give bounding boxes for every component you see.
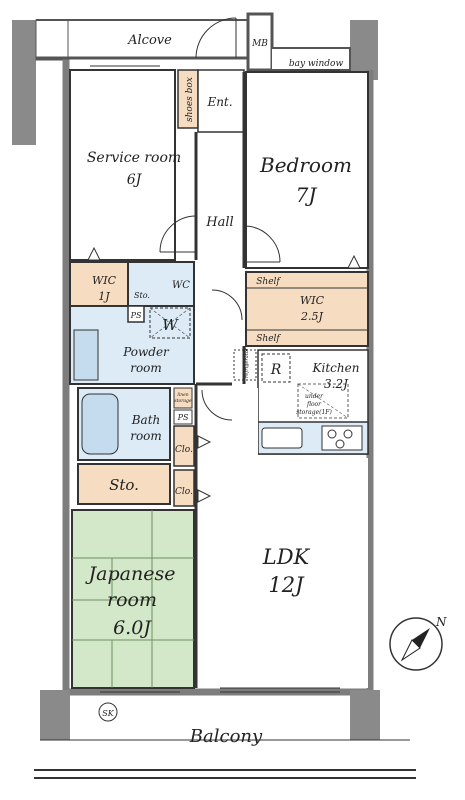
wic-right-size: 2.5J	[300, 310, 323, 323]
wic-left-size: 1J	[98, 290, 110, 303]
alcove-left-wall	[35, 19, 69, 61]
wic-left-label: WIC	[92, 274, 117, 287]
entrance-label: Ent.	[206, 95, 232, 109]
wic-right-area	[245, 271, 369, 347]
under-floor-label-1: under	[305, 393, 324, 400]
bay-window-label: bay window	[289, 59, 344, 69]
under-floor-label-3: storage(1F)	[296, 409, 332, 416]
door-swings	[159, 17, 281, 421]
wc-label: WC	[172, 280, 190, 291]
bath-room-label-2: room	[130, 429, 162, 443]
ps-lower-label: PS	[177, 413, 189, 422]
sto-small-label: Sto.	[134, 291, 150, 300]
closet-upper-label: Clo.	[175, 445, 193, 455]
sk-circle	[98, 702, 118, 722]
refrigerator-label: R	[270, 362, 282, 378]
balcony-column-right	[350, 690, 380, 740]
compass: N	[389, 615, 447, 671]
kitchen-size: 3.2J	[324, 377, 349, 391]
ldk-label: LDK	[262, 545, 311, 569]
bathtub	[81, 393, 119, 455]
wc-area	[127, 261, 195, 307]
kitchen-sink	[261, 427, 303, 449]
column-left-top	[12, 20, 36, 145]
direction-marks	[87, 246, 361, 503]
service-room-size: 6J	[127, 172, 143, 188]
japanese-room-label-3: 6.0J	[113, 617, 152, 639]
compass-needle-south	[400, 639, 421, 662]
compass-needle-north	[412, 628, 430, 648]
mb-label: MB	[251, 39, 268, 49]
stove	[321, 425, 363, 451]
balcony-column-left	[40, 690, 70, 740]
linen-storage-label-1: linen	[177, 392, 188, 398]
alcove-label: Alcove	[127, 33, 172, 48]
compass-n-label: N	[435, 615, 447, 629]
closet-lower-label: Clo.	[175, 487, 193, 497]
bedroom-size: 7J	[296, 183, 318, 207]
ldk-area	[196, 388, 368, 688]
closet-lower	[173, 469, 195, 507]
ldk-size: 12J	[268, 573, 305, 597]
bedroom-area	[245, 71, 369, 269]
service-room-label: Service room	[87, 150, 181, 166]
tatami-lines	[72, 510, 194, 688]
shelf-bottom-label: Shelf	[256, 334, 281, 344]
closet-upper	[173, 425, 195, 467]
under-floor-label-2: floor	[306, 401, 322, 408]
shelf-top-label: Shelf	[256, 277, 281, 287]
powder-room-label-1: Powder	[122, 345, 170, 359]
hall-label: Hall	[205, 215, 233, 230]
shoes-box-label: shoes box	[185, 77, 195, 122]
japanese-room-label-2: room	[107, 589, 157, 611]
entrance-area	[197, 69, 245, 133]
wic-right-label: WIC	[300, 294, 325, 307]
service-room-area	[69, 69, 176, 261]
linen-storage-label-2: storage	[174, 398, 192, 404]
refrigerator-space	[261, 353, 291, 383]
bath-room-label-1: Bath	[131, 413, 161, 427]
storage-large-area	[77, 463, 171, 505]
window-marks	[90, 65, 340, 693]
washing-machine-label: W	[162, 316, 179, 334]
balcony-label: Balcony	[189, 726, 263, 747]
japanese-room-label-1: Japanese	[85, 563, 176, 585]
ps-upper-label: PS	[130, 311, 142, 320]
bedroom-label: Bedroom	[259, 153, 352, 177]
ps-lower-box	[173, 409, 193, 425]
kitchen-label: Kitchen	[312, 361, 360, 375]
japanese-room-area	[71, 509, 195, 689]
vanity-sink	[73, 329, 99, 381]
powder-room-label-2: room	[130, 361, 162, 375]
interior-walls	[194, 72, 246, 688]
storage-large-label: Sto.	[109, 476, 139, 494]
sk-label: SK	[102, 709, 114, 718]
refrigerator-space-label: refrigerator	[244, 347, 250, 378]
linen-storage-box	[173, 387, 193, 409]
exterior-wall	[62, 58, 374, 696]
